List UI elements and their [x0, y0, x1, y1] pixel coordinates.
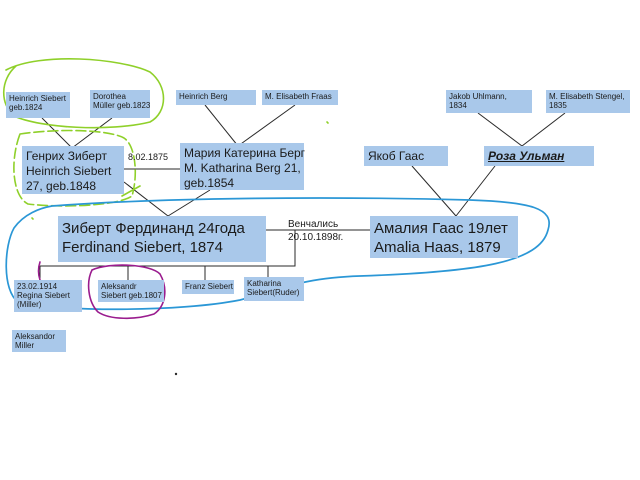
connector-heinrich-berg	[204, 104, 239, 147]
person-name: Jakob Uhlmann,	[449, 92, 507, 101]
person-name-ru: Генрих Зиберт	[26, 149, 107, 163]
person-name-ru: Амалия Гаас 19лет	[374, 220, 508, 237]
connector-to-ferdinand-left	[123, 181, 169, 217]
person-date: 23.02.1914	[17, 282, 58, 291]
person-franz-siebert[interactable]: Franz Siebert	[182, 280, 234, 294]
person-aleksandr-siebert[interactable]: Aleksandr Siebert geb.1807	[98, 280, 164, 302]
connector-jakob-to-amalia	[411, 165, 457, 217]
person-jakob-haas[interactable]: Якоб Гаас	[364, 146, 448, 166]
connector-jakob-uhlmann	[477, 112, 523, 147]
wedding-date: 20.10.1898г.	[288, 231, 344, 243]
person-surname: Miller	[15, 341, 35, 351]
person-name: Heinrich Berg	[179, 92, 228, 101]
wedding-label: Венчались 20.10.1898г.	[288, 219, 343, 244]
person-jakob-uhlmann[interactable]: Jakob Uhlmann, 1834	[446, 90, 532, 113]
person-heinrich-siebert-1824[interactable]: Heinrich Siebert geb.1824	[6, 92, 70, 118]
person-name: Heinrich Siebert	[9, 94, 66, 103]
connector-elisabeth-fraas	[237, 104, 296, 147]
person-name: Якоб Гаас	[368, 149, 425, 163]
marriage-date-label: 8.02.1875	[128, 152, 169, 162]
purple-marker-strokes	[37, 261, 166, 320]
connector-elisabeth-stengel	[521, 112, 566, 147]
person-regina-siebert[interactable]: 23.02.1914 Regina Siebert (Miller)	[14, 280, 82, 312]
green-circle-heinrich1848	[13, 129, 137, 207]
person-amalia-haas[interactable]: Амалия Гаас 19лет Amalia Haas, 1879	[370, 216, 518, 258]
person-ferdinand-siebert[interactable]: Зиберт Фердинанд 24года Ferdinand Sieber…	[58, 216, 266, 262]
person-name-de: M. Katharina Berg 21,	[184, 161, 301, 175]
person-birth: 1834	[449, 101, 467, 111]
person-name: Роза Ульман	[488, 149, 565, 163]
connector-heinrich1824	[41, 117, 73, 149]
person-name: Dorothea	[93, 92, 126, 101]
person-name-ru: Мария Катерина Берг	[184, 146, 306, 160]
person-birth: geb.1854	[184, 176, 235, 190]
person-name: M. Elisabeth Stengel,	[549, 92, 625, 101]
person-name: M. Elisabeth Fraas	[265, 92, 332, 101]
connector-to-ferdinand-right	[167, 189, 211, 217]
person-name: Aleksandr	[101, 282, 137, 291]
connector-rosa-to-amalia	[455, 165, 496, 217]
person-name: Regina Siebert	[17, 291, 70, 301]
person-name-de: Amalia Haas, 1879	[374, 238, 501, 256]
wedding-text: Венчались	[288, 219, 339, 230]
green-dot-1	[326, 121, 329, 124]
person-heinrich-berg[interactable]: Heinrich Berg	[176, 90, 256, 105]
person-elisabeth-stengel[interactable]: M. Elisabeth Stengel, 1835	[546, 90, 630, 113]
purple-circle-aleksandr	[87, 264, 166, 320]
person-aleksandor-miller[interactable]: Aleksandor Miller	[12, 330, 66, 352]
purple-arc-regina	[37, 261, 41, 281]
person-birth: Siebert geb.1807	[101, 291, 162, 301]
person-birth: geb.1824	[9, 103, 43, 113]
person-name: Aleksandor	[15, 332, 56, 341]
person-birth: Müller geb.1823	[93, 101, 151, 111]
person-name-de: Ferdinand Siebert, 1874	[62, 238, 223, 256]
person-rosa-ulman[interactable]: Роза Ульман	[484, 146, 594, 166]
green-dot-2	[31, 217, 34, 220]
person-dorothea-mueller[interactable]: Dorothea Müller geb.1823	[90, 90, 150, 118]
person-katharina-siebert[interactable]: Katharina Siebert(Ruder)	[244, 277, 304, 301]
connector-lines	[39, 104, 566, 280]
person-maiden: (Miller)	[17, 300, 42, 310]
person-birth: 1835	[549, 101, 567, 111]
person-maiden: Siebert(Ruder)	[247, 288, 300, 298]
person-name-de: Heinrich Siebert	[26, 164, 112, 178]
connector-children	[39, 230, 296, 280]
person-birth: 27, geb.1848	[26, 179, 97, 193]
person-name: Franz Siebert	[185, 282, 234, 291]
connector-dorothea	[71, 117, 113, 149]
blue-circle-family	[5, 197, 550, 311]
stray-dot	[174, 372, 178, 376]
person-name: Katharina	[247, 279, 282, 288]
green-marker-strokes	[2, 58, 329, 220]
person-maria-katharina-berg[interactable]: Мария Катерина Берг M. Katharina Berg 21…	[180, 143, 306, 190]
person-name-ru: Зиберт Фердинанд 24года	[62, 220, 245, 237]
person-elisabeth-fraas[interactable]: M. Elisabeth Fraas	[262, 90, 338, 105]
person-heinrich-siebert-1848[interactable]: Генрих Зиберт Heinrich Siebert 27, geb.1…	[22, 146, 124, 194]
